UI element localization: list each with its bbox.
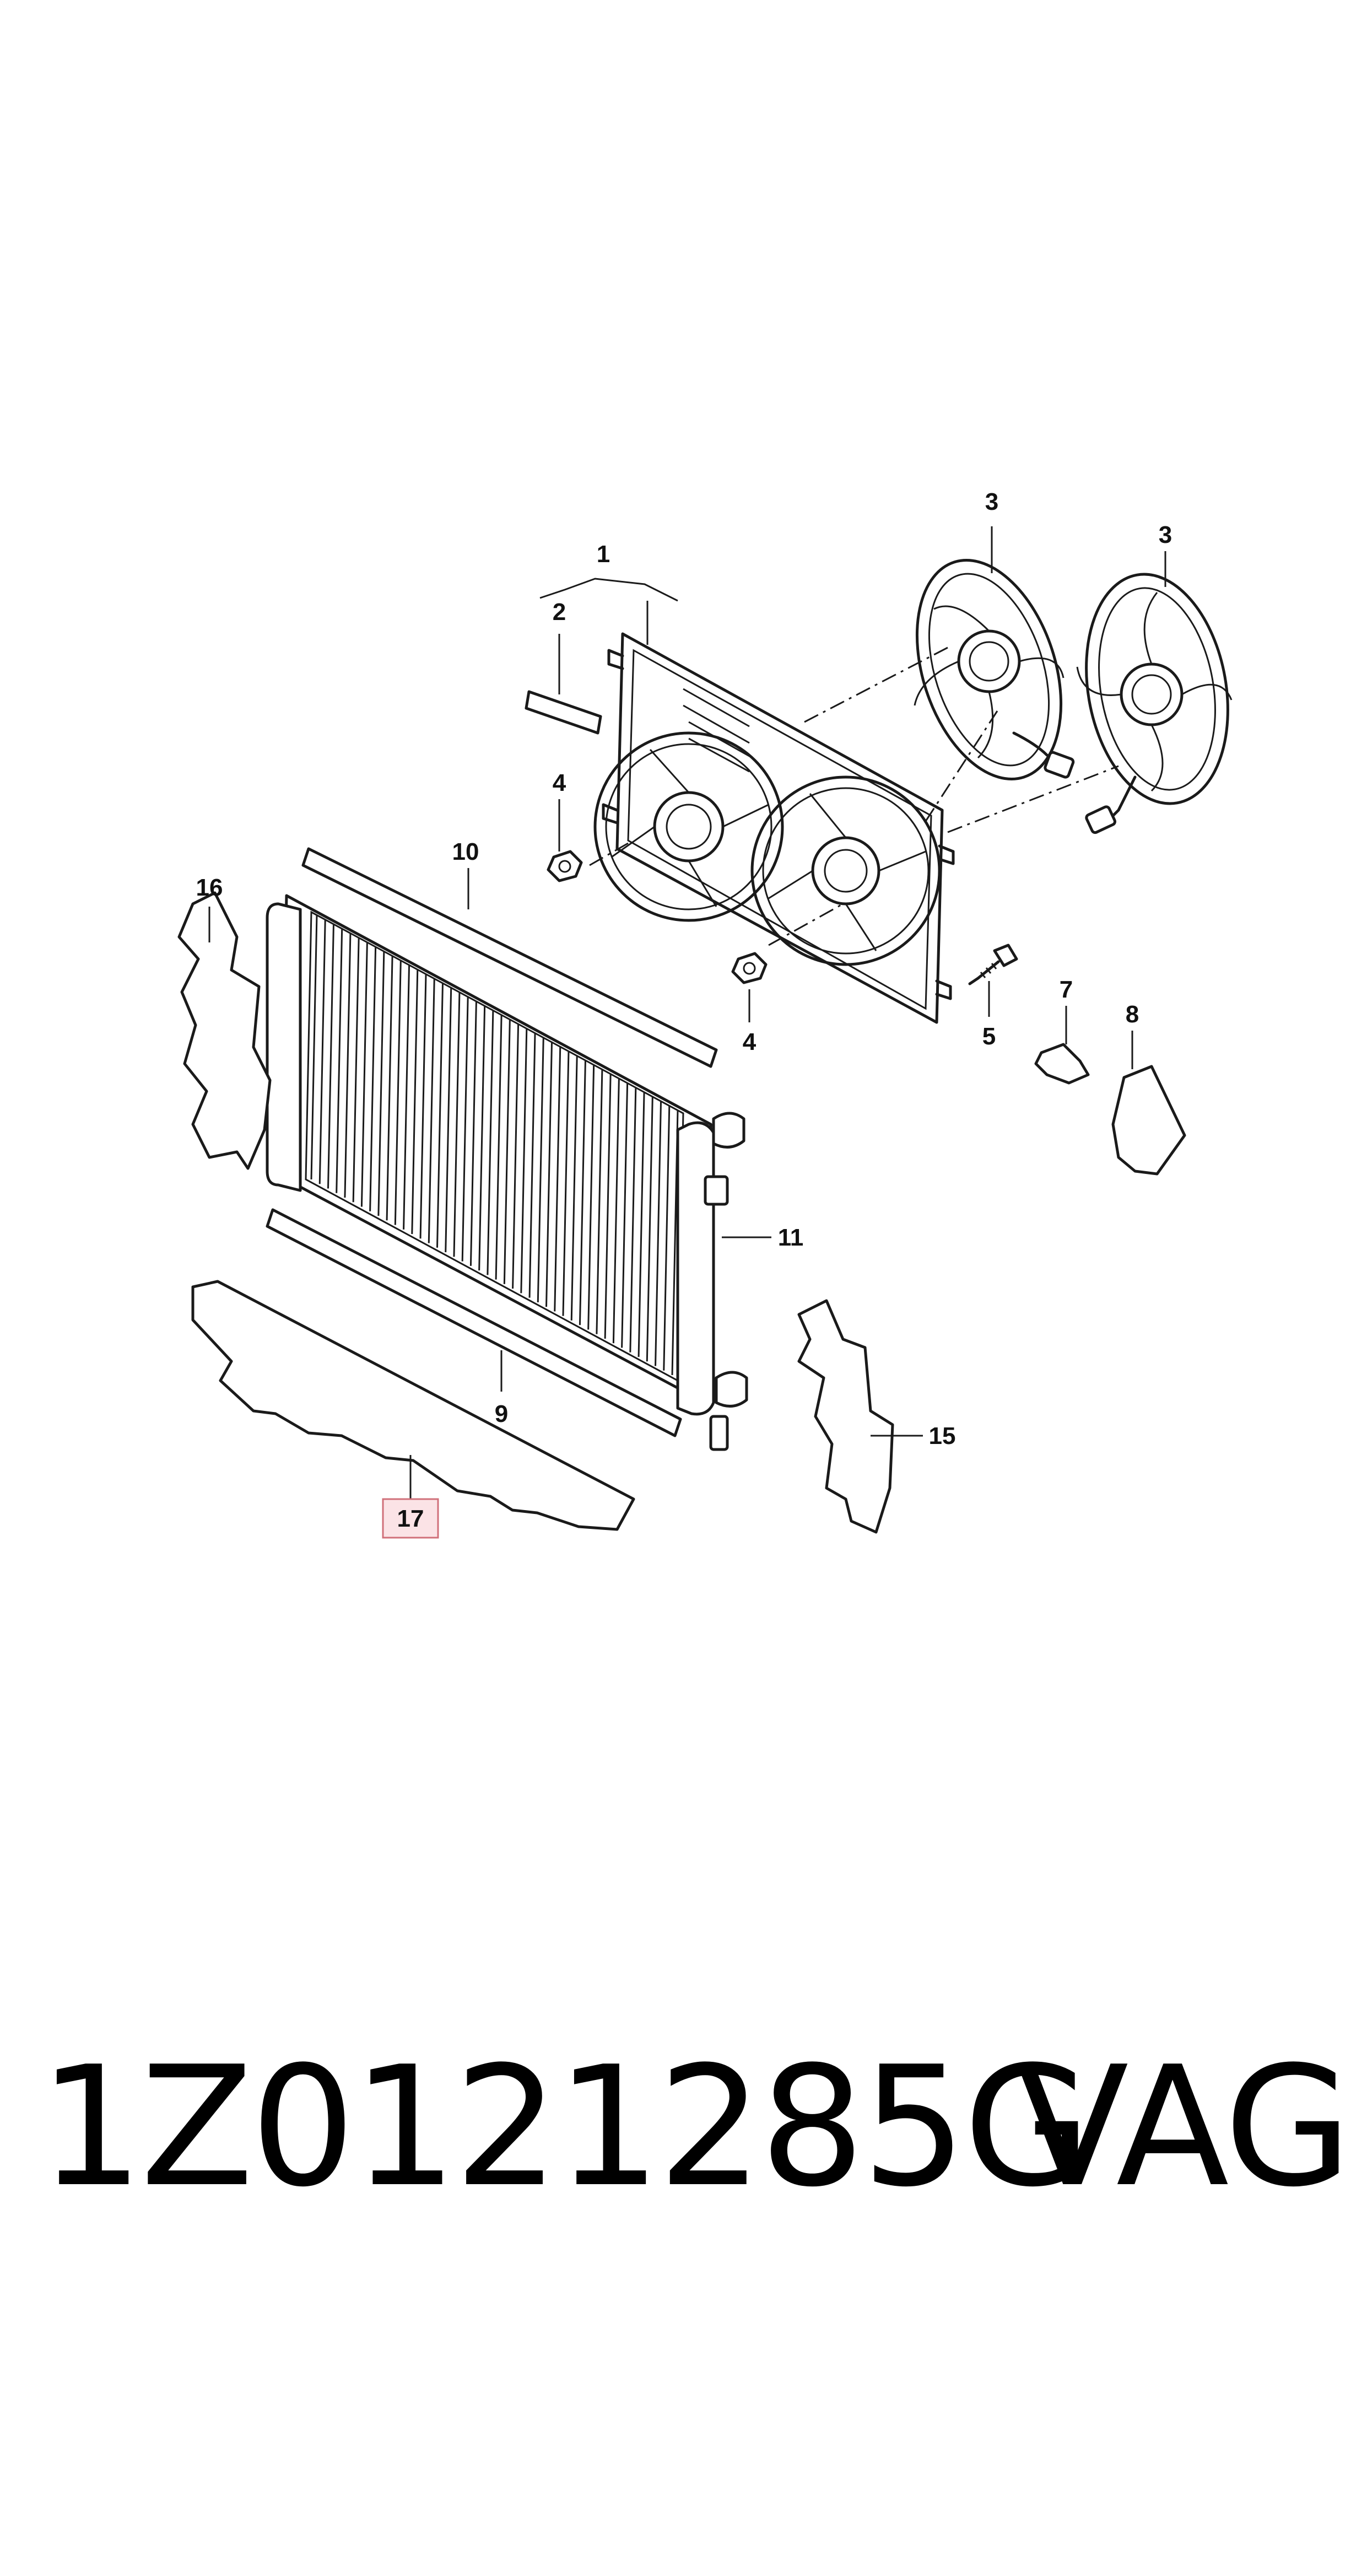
radiator-fin [512,1024,520,1289]
nut-lower [731,952,768,984]
fan-motor-left [914,559,1075,780]
radiator-fin [428,978,435,1243]
radiator-fin [570,1055,578,1321]
radiator-fin [469,1001,477,1266]
exploded-parts-diagram: 1 2 3 3 4 4 5 7 8 10 11 9 15 16 17 [177,488,1233,1539]
leader-lines [208,526,1166,1499]
radiator-fin [403,964,410,1230]
callout-labels: 1 2 3 3 4 4 5 7 8 10 11 9 15 16 17 [196,488,1172,1539]
radiator-fin [369,946,377,1211]
left-air-guide [177,891,272,1170]
radiator-fin [327,924,334,1189]
radiator-fin [344,933,352,1198]
radiator-fin [360,942,368,1207]
clip [1034,1043,1090,1085]
radiator-fin [419,974,427,1239]
radiator-fin [545,1042,553,1307]
callout-17-highlight-box [382,1498,439,1539]
radiator-fin [352,937,360,1203]
radiator-fin [377,951,385,1216]
radiator-fin [596,1069,603,1334]
callout-5: 5 [982,1023,996,1050]
radiator-fin [604,1074,612,1339]
nut-upper [547,850,583,882]
callout-15: 15 [929,1422,956,1449]
label-sticker [525,690,602,735]
radiator-fin [453,992,461,1257]
radiator [266,894,748,1451]
fan-shroud [593,632,955,1024]
radiator-fin [394,960,402,1225]
radiator-fin [503,1019,511,1284]
radiator-fin [612,1079,620,1344]
radiator-fin [310,914,318,1180]
assembly-lines [589,646,1119,946]
radiator-fin [663,1106,671,1371]
radiator-fin [445,988,452,1253]
radiator-fin [478,1006,486,1271]
bracket [1111,1065,1186,1176]
radiator-fin [579,1060,586,1325]
screw [968,944,1018,985]
radiator-fin [528,1033,536,1298]
callout-11: 11 [778,1224,804,1251]
radiator-fin [655,1101,662,1366]
callout-3-right: 3 [1159,521,1172,548]
callout-16: 16 [196,874,223,901]
callout-8: 8 [1126,1001,1139,1028]
radiator-fin [461,996,469,1262]
callout-4-lower: 4 [743,1028,757,1055]
callout-10: 10 [452,838,479,865]
brand-name: VAG [1015,2031,1352,2223]
radiator-fin [411,969,419,1235]
upper-seal-strip [301,847,718,1068]
fan-motor-right [1076,573,1233,834]
radiator-fin [637,1092,645,1357]
radiator-fin [537,1037,544,1302]
radiator-fin [520,1028,528,1294]
radiator-fin [646,1097,653,1362]
radiator-fin [487,1010,494,1275]
radiator-fin [587,1065,595,1330]
callout-4-upper: 4 [553,769,566,796]
radiator-fin [436,983,444,1248]
part-number: 1Z0121285G [39,2031,1092,2223]
lower-air-deflector [191,1280,635,1531]
radiator-fin [386,956,393,1221]
callout-7: 7 [1060,976,1073,1003]
lower-seal-strip [266,1208,682,1437]
radiator-fin [318,919,326,1184]
right-air-guide [797,1299,894,1534]
radiator-fin [554,1047,561,1312]
callout-17: 17 [397,1505,424,1532]
radiator-fin [562,1051,570,1316]
radiator-fin [495,1015,503,1280]
callout-3-left: 3 [985,488,998,515]
radiator-fin [629,1087,637,1352]
callout-9: 9 [495,1400,508,1427]
part-footer: 1Z0121285G VAG [39,2031,1352,2223]
callout-2: 2 [553,599,566,626]
radiator-fin [621,1083,629,1348]
callout-1: 1 [597,541,610,568]
radiator-fin [336,928,343,1193]
